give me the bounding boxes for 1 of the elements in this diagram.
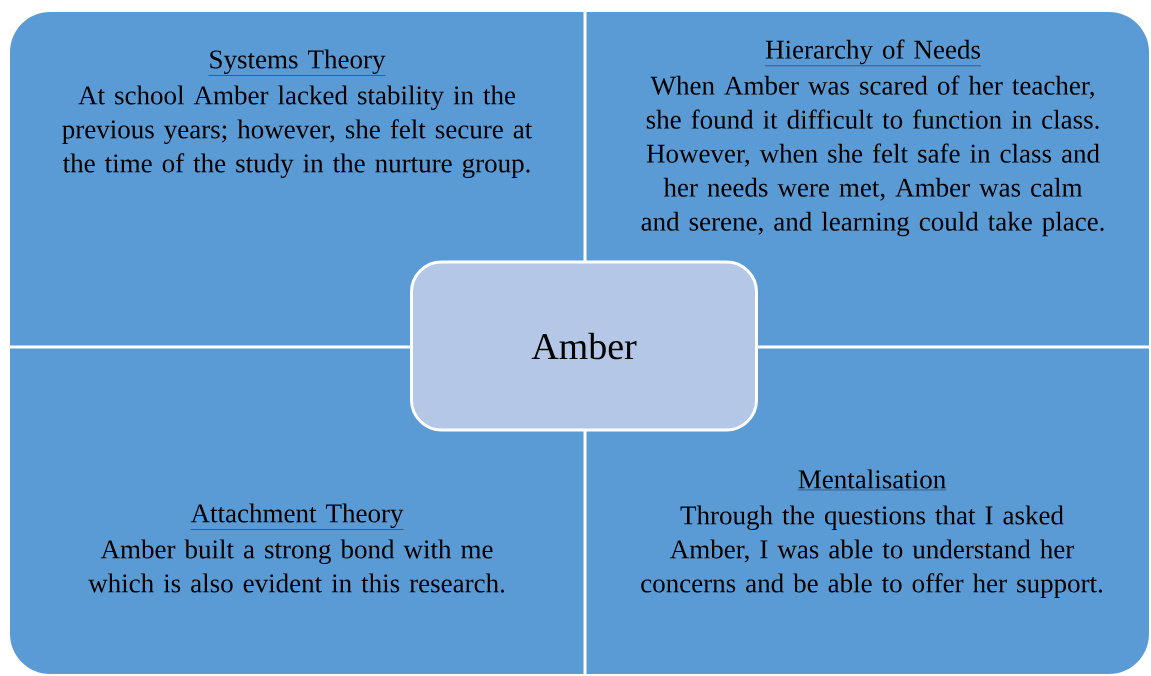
center-box: Amber [410,260,758,432]
